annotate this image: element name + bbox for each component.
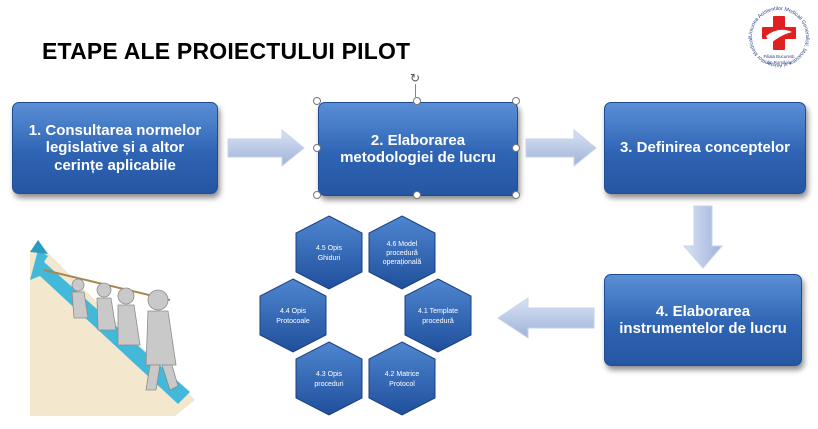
resize-handle[interactable] xyxy=(313,191,321,199)
hexagon-label: 4.4 Opis xyxy=(280,308,307,315)
page-title: ETAPE ALE PROIECTULUI PILOT xyxy=(42,38,411,64)
resize-handle[interactable] xyxy=(413,97,421,105)
resize-handle[interactable] xyxy=(512,144,520,152)
hexagon-label: operațională xyxy=(383,259,422,266)
step-3-box[interactable]: 3. Definirea conceptelor xyxy=(604,102,806,194)
hexagon-4-6: 4.6 Model procedură operațională xyxy=(368,215,436,290)
step-1-label: 1. Consultarea normelor legislative și a… xyxy=(28,122,202,174)
arrow-right-2 xyxy=(525,128,597,168)
hexagon-label: 4.5 Opis xyxy=(316,245,343,252)
hexagon-label: 4.3 Opis xyxy=(316,371,343,378)
hexagon-label: Protocol xyxy=(389,381,415,388)
hexagon-label: Ghiduri xyxy=(318,255,341,262)
hexagon-label: procedură xyxy=(386,250,418,257)
arrow-right-1 xyxy=(227,128,305,168)
arrow-down xyxy=(682,205,724,269)
svg-text:din România: din România xyxy=(767,60,792,65)
step-2-box[interactable]: 2. Elaborarea metodologiei de lucru xyxy=(318,102,518,196)
step-2-label: 2. Elaborarea metodologiei de lucru xyxy=(340,131,496,166)
resize-handle[interactable] xyxy=(313,97,321,105)
step-3-label: 3. Definirea conceptelor xyxy=(619,139,791,157)
hexagon-label: proceduri xyxy=(314,381,344,388)
rotate-handle-icon[interactable]: ↻ xyxy=(409,71,421,85)
hexagon-label: 4.6 Model xyxy=(387,241,418,248)
rotate-handle-stem xyxy=(415,84,416,97)
arrow-left xyxy=(497,297,595,339)
resize-handle[interactable] xyxy=(512,191,520,199)
step-1-box[interactable]: 1. Consultarea normelor legislative și a… xyxy=(12,102,218,194)
hexagon-4-5: 4.5 Opis Ghiduri xyxy=(295,215,363,290)
resize-handle[interactable] xyxy=(512,97,520,105)
resize-handle[interactable] xyxy=(413,191,421,199)
resize-handle[interactable] xyxy=(313,144,321,152)
people-pulling-rope-icon xyxy=(30,240,195,416)
hexagon-4-2: 4.2 Matrice Protocol xyxy=(368,341,436,416)
hexagon-4-1: 4.1 Template procedură xyxy=(404,278,472,353)
red-cross-icon xyxy=(762,16,796,50)
hexagon-label: 4.1 Template xyxy=(418,308,458,315)
hexagon-label: 4.2 Matrice xyxy=(385,371,420,378)
step-4-label: 4. Elaborarea instrumentelor de lucru xyxy=(619,302,787,337)
organization-logo: Uniunea Asistentilor Medicali Generalist… xyxy=(744,2,814,72)
hexagon-label: Protocoale xyxy=(276,318,310,325)
hexagon-4-3: 4.3 Opis proceduri xyxy=(295,341,363,416)
hexagon-label: procedură xyxy=(422,318,454,325)
svg-text:Filiala Bucuresti: Filiala Bucuresti xyxy=(764,54,795,59)
hexagon-4-4: 4.4 Opis Protocoale xyxy=(259,278,327,353)
step-4-box[interactable]: 4. Elaborarea instrumentelor de lucru xyxy=(604,274,802,366)
